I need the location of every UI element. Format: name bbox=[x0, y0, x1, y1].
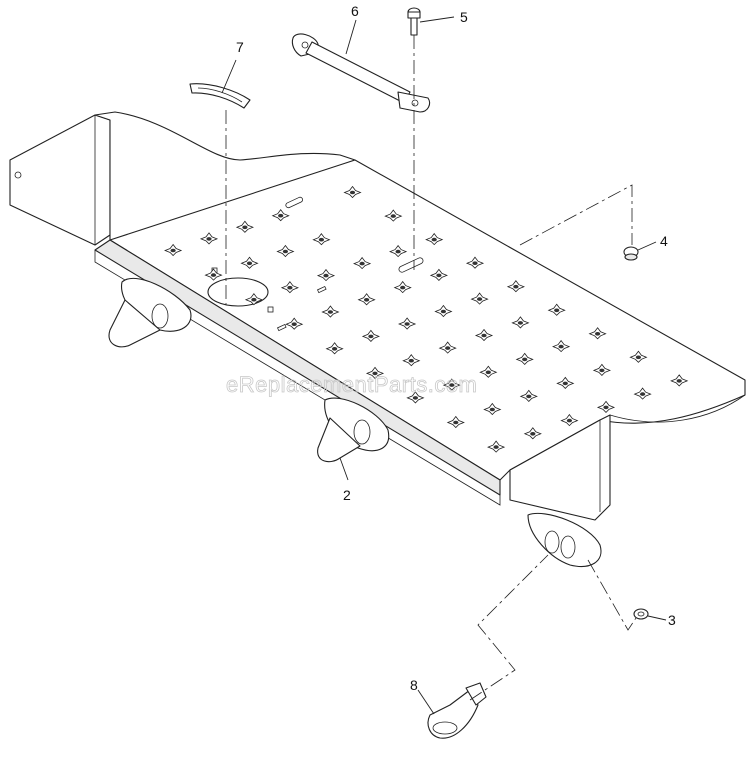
leader-6 bbox=[345, 19, 357, 55]
nut-item-3 bbox=[633, 608, 649, 620]
traction-stud bbox=[164, 243, 183, 257]
traction-stud bbox=[465, 256, 485, 269]
traction-stud bbox=[235, 220, 254, 233]
traction-stud bbox=[199, 232, 219, 245]
traction-stud bbox=[393, 280, 412, 294]
traction-stud bbox=[556, 376, 575, 389]
leader-7 bbox=[221, 59, 237, 94]
callout-6: 6 bbox=[351, 3, 359, 19]
traction-stud bbox=[316, 268, 336, 282]
leader-2 bbox=[339, 457, 349, 481]
traction-stud bbox=[343, 185, 362, 199]
traction-stud bbox=[425, 232, 444, 246]
deck-hole bbox=[207, 277, 269, 307]
traction-stud bbox=[402, 354, 421, 367]
traction-stud bbox=[670, 374, 689, 387]
callout-2: 2 bbox=[343, 487, 351, 503]
traction-stud bbox=[479, 365, 498, 378]
traction-stud bbox=[357, 293, 376, 306]
traction-stud bbox=[487, 440, 506, 453]
traction-stud bbox=[547, 303, 566, 316]
traction-stud bbox=[312, 233, 331, 246]
traction-stud bbox=[588, 327, 607, 340]
traction-stud bbox=[429, 268, 448, 281]
traction-stud bbox=[434, 304, 453, 318]
bolt-item-5 bbox=[407, 7, 421, 36]
traction-stud bbox=[442, 378, 461, 391]
traction-stud bbox=[406, 391, 425, 404]
traction-stud bbox=[276, 244, 295, 258]
traction-stud bbox=[365, 366, 385, 379]
deck-slot bbox=[398, 257, 424, 273]
callout-4: 4 bbox=[660, 233, 668, 249]
traction-stud bbox=[629, 350, 648, 363]
traction-stud bbox=[596, 400, 616, 413]
traction-stud bbox=[361, 329, 380, 342]
traction-stud bbox=[271, 209, 290, 222]
callout-3: 3 bbox=[668, 612, 676, 628]
bumper-right bbox=[527, 512, 602, 567]
link-rod-item-6 bbox=[291, 33, 431, 113]
traction-stud bbox=[325, 342, 344, 355]
callout-7: 7 bbox=[236, 39, 244, 55]
traction-stud bbox=[384, 209, 403, 222]
traction-stud bbox=[389, 244, 408, 258]
traction-stud bbox=[483, 402, 502, 416]
callout-8: 8 bbox=[410, 677, 418, 693]
traction-stud bbox=[438, 341, 457, 354]
callout-5: 5 bbox=[460, 9, 468, 25]
traction-stud bbox=[321, 305, 340, 318]
traction-stud bbox=[515, 352, 534, 365]
leader-8 bbox=[417, 689, 435, 715]
traction-stud bbox=[633, 387, 652, 400]
traction-stud bbox=[511, 316, 530, 329]
traction-stud bbox=[204, 268, 223, 281]
traction-stud bbox=[353, 256, 372, 270]
traction-stud bbox=[560, 413, 579, 427]
traction-stud bbox=[398, 317, 417, 330]
traction-stud bbox=[552, 339, 571, 353]
rear-flange bbox=[94, 111, 356, 246]
leader-3 bbox=[647, 615, 667, 621]
bracket-hole bbox=[14, 171, 22, 179]
traction-stud bbox=[474, 328, 494, 342]
traction-studs bbox=[164, 185, 689, 453]
watermark: eReplacementParts.com bbox=[226, 372, 477, 397]
traction-stud bbox=[506, 280, 525, 293]
traction-stud bbox=[280, 281, 299, 294]
traction-stud bbox=[244, 293, 263, 306]
traction-stud bbox=[519, 389, 538, 402]
foot-platform-assembly bbox=[9, 111, 746, 521]
decal-item-7 bbox=[189, 83, 251, 109]
traction-stud bbox=[285, 317, 304, 330]
bumper-middle bbox=[317, 397, 390, 463]
bumper-left bbox=[108, 277, 192, 348]
traction-stud bbox=[592, 363, 611, 376]
bumper-item-8 bbox=[427, 682, 487, 739]
traction-stud bbox=[240, 256, 259, 269]
traction-stud bbox=[446, 415, 465, 429]
nut-item-4 bbox=[623, 246, 639, 261]
leader-5 bbox=[419, 16, 455, 23]
traction-stud bbox=[523, 427, 542, 440]
leader-4 bbox=[637, 241, 657, 251]
traction-stud bbox=[470, 292, 489, 305]
